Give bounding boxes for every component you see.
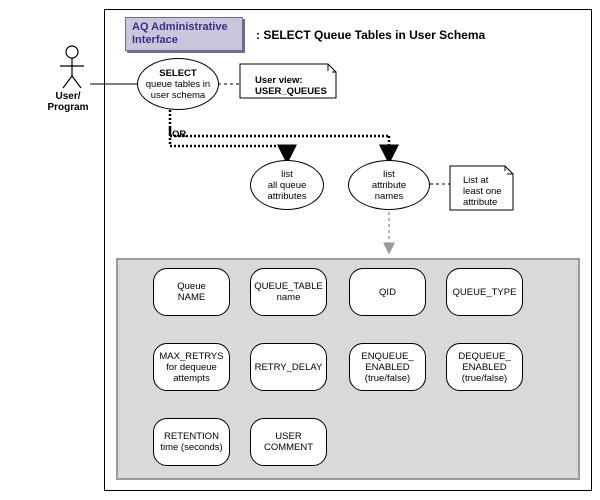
attribute-node: RETRY_DELAY [250,343,327,391]
attribute-line-1: USER [275,431,302,442]
attribute-line-1: DEQUEUE_ [458,350,511,362]
actor-label-line-1: User/ [55,91,81,102]
select-node-line-2: queue tables in [145,78,211,90]
badge-line-2: Interface [132,34,178,46]
select-queue-tables-node: SELECT queue tables in user schema [137,58,219,110]
actor-label: User/ Program [46,91,90,113]
attribute-line-2: ENABLED [365,361,410,373]
diagram-title: : SELECT Queue Tables in User Schema [256,28,486,42]
list-names-line-2: attribute [371,179,407,191]
attribute-line-2: time (seconds) [160,442,223,453]
attribute-line-1: MAX_RETRYS [159,350,224,362]
attribute-line-3: (true/false) [364,372,411,384]
select-node-line-3: user schema [150,89,206,101]
attribute-line-1: Queue [177,281,206,292]
attribute-line-1: QUEUE_TYPE [452,286,517,298]
list-all-line-2: all queue [267,179,307,191]
list-all-attributes-node: list all queue attributes [250,160,324,210]
list-all-line-1: list [281,168,293,180]
attribute-line-2: COMMENT [263,442,314,453]
note-list-line-2: least one [463,186,502,197]
attribute-line-1: RETRY_DELAY [254,361,323,373]
attribute-line-1: ENQUEUE_ [361,350,414,362]
badge-line-1: AQ Administrative [132,21,228,33]
note-list-line-3: attribute [463,197,498,208]
attribute-node: DEQUEUE_ENABLED(true/false) [446,343,523,391]
attribute-node: QUEUE_TYPE [446,268,523,316]
note-list-line-1: List at [463,175,489,186]
or-branch-path [168,110,287,148]
list-all-line-3: attributes [267,190,307,202]
actor-figure [60,45,84,89]
note-user-view-line-2: USER_QUEUES [255,86,327,97]
attribute-node: ENQUEUE_ENABLED(true/false) [349,343,426,391]
note-user-view: User view: USER_QUEUES [248,71,332,97]
attribute-line-1: QUEUE_TABLE [254,281,323,292]
attribute-line-2: ENABLED [462,361,507,373]
attribute-line-3: attempts [173,372,210,384]
note-user-view-line-1: User view: [255,75,303,86]
attribute-line-2: for dequeue [166,361,217,373]
attribute-line-1: RETENTION [164,431,219,442]
or-label: OR [172,129,187,140]
diagram-frame [104,9,592,491]
attribute-line-3: (true/false) [461,372,508,384]
attribute-line-2: NAME [177,292,206,303]
list-names-line-1: list [383,168,395,180]
attribute-node: QID [349,268,426,316]
aq-interface-badge: AQ Administrative Interface [125,17,243,51]
actor-label-line-2: Program [47,102,89,113]
select-node-line-1: SELECT [159,67,197,79]
list-names-line-3: names [374,190,404,202]
attribute-line-2: name [276,292,301,303]
attribute-line-1: QID [379,286,396,298]
note-list-attribute: List at least one attribute [456,171,507,208]
list-attribute-names-node: list attribute names [348,160,430,210]
or-branch-path-right [168,128,389,138]
